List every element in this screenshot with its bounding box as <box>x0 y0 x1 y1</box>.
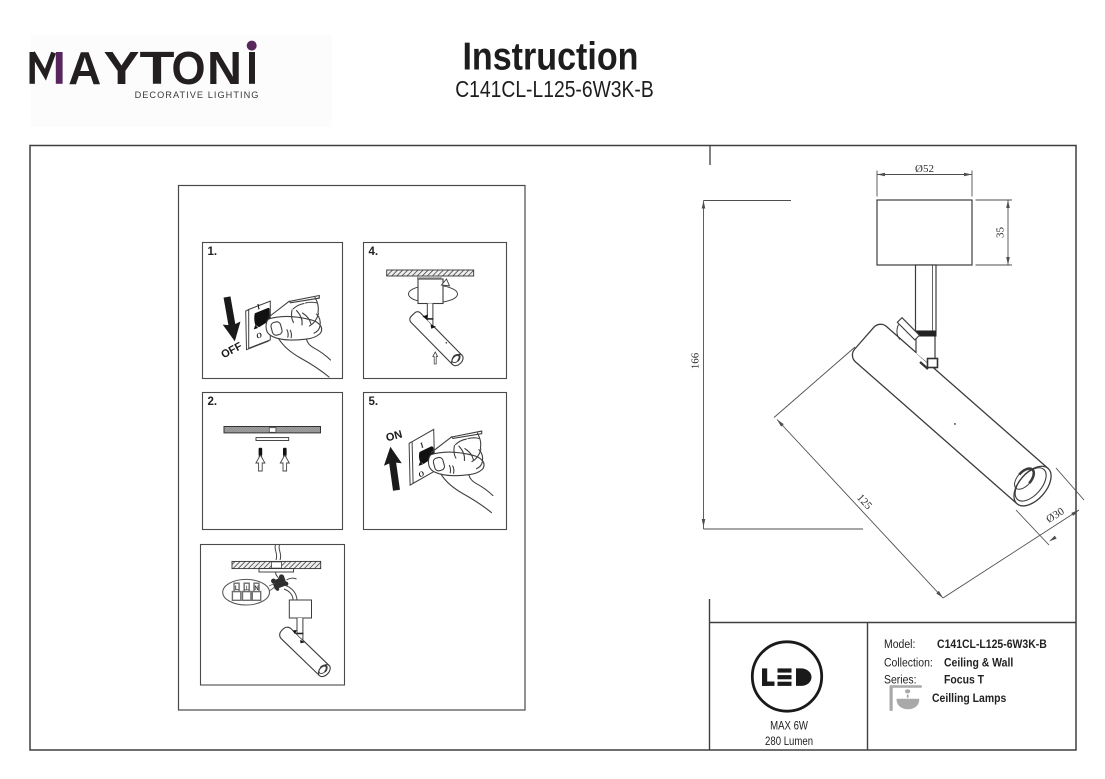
svg-text:OFF: OFF <box>219 340 244 361</box>
svg-text:A: A <box>68 42 101 94</box>
svg-text:O: O <box>172 42 206 94</box>
svg-text:T: T <box>140 42 175 94</box>
svg-text:Ceiling & Wall: Ceiling & Wall <box>944 657 1013 670</box>
svg-text:Series:: Series: <box>884 674 917 687</box>
svg-text:O: O <box>255 330 264 341</box>
svg-text:Y: Y <box>104 42 140 94</box>
svg-text:Ceilling Lamps: Ceilling Lamps <box>932 692 1006 705</box>
svg-text:1.: 1. <box>208 246 218 258</box>
svg-text:4.: 4. <box>369 246 379 258</box>
svg-text:O: O <box>417 469 426 480</box>
svg-text:L: L <box>235 586 239 592</box>
svg-text:280 Lumen: 280 Lumen <box>765 735 813 748</box>
svg-text:125: 125 <box>854 492 874 513</box>
svg-text:Focus T: Focus T <box>944 674 984 687</box>
svg-text:Ø30: Ø30 <box>1044 505 1067 526</box>
svg-text:DECORATIVE LIGHTING: DECORATIVE LIGHTING <box>135 90 260 100</box>
svg-text:N: N <box>207 42 242 94</box>
svg-text:35: 35 <box>995 227 1007 239</box>
svg-text:N: N <box>254 586 258 592</box>
svg-text:5.: 5. <box>369 396 379 408</box>
svg-text:Model:: Model: <box>884 638 915 651</box>
svg-text:I: I <box>255 302 263 312</box>
svg-text:C141CL-L125-6W3K-B: C141CL-L125-6W3K-B <box>455 78 653 103</box>
svg-text:⊥: ⊥ <box>244 585 249 592</box>
svg-text:166: 166 <box>690 352 702 369</box>
svg-text:2.: 2. <box>208 396 218 408</box>
svg-text:C141CL-L125-6W3K-B: C141CL-L125-6W3K-B <box>937 638 1047 651</box>
svg-text:ON: ON <box>385 429 404 445</box>
svg-text:I: I <box>418 440 426 450</box>
svg-text:MAX 6W: MAX 6W <box>770 720 809 733</box>
svg-text:Ø52: Ø52 <box>915 163 934 175</box>
svg-text:Instruction: Instruction <box>462 35 638 78</box>
svg-text:Collection:: Collection: <box>884 657 933 670</box>
